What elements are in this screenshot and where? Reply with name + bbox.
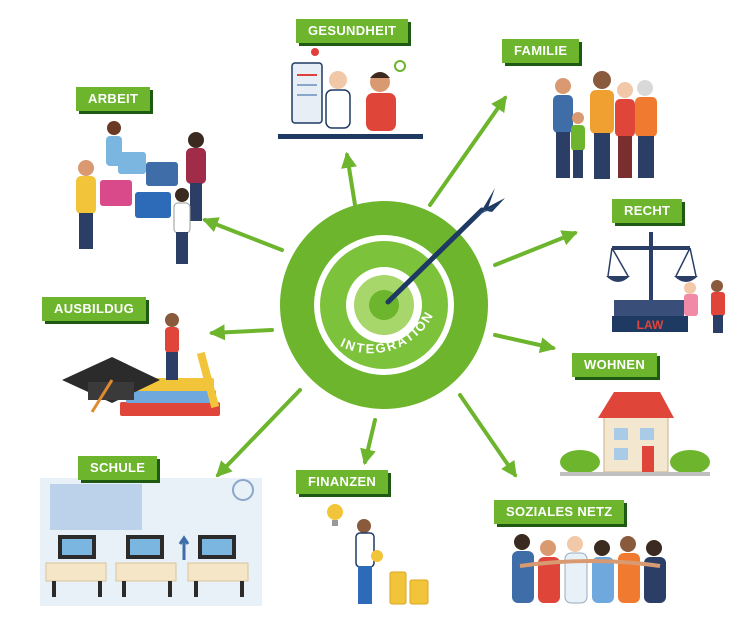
connector-arrows: [202, 95, 578, 478]
law-illustration: LAW: [606, 232, 725, 333]
topic-label-ausbildung: AUSBILDUG: [42, 297, 146, 321]
topic-label-familie: FAMILIE: [502, 39, 580, 63]
work-illustration: [76, 121, 206, 264]
social-network-illustration: [512, 534, 666, 604]
law-sign: LAW: [637, 318, 664, 332]
family-illustration: [553, 71, 657, 179]
arrow-recht: [493, 230, 578, 267]
arrow-arbeit: [202, 217, 284, 252]
housing-illustration: [560, 392, 710, 476]
topic-label-wohnen: WOHNEN: [572, 353, 658, 377]
dart-icon: [385, 188, 505, 305]
topic-label-arbeit: ARBEIT: [76, 87, 151, 111]
arrow-gesundheit: [341, 151, 357, 207]
arrow-schule: [215, 388, 302, 478]
health-illustration: [278, 48, 423, 139]
arrow-wohnen: [493, 333, 557, 354]
arrow-ausbildung: [208, 324, 274, 341]
topic-label-soziales-netz: SOZIALES NETZ: [494, 500, 625, 524]
education-illustration: [62, 313, 220, 416]
arrow-finanzen: [360, 418, 377, 466]
finance-illustration: [327, 504, 429, 605]
topic-label-schule: SCHULE: [78, 456, 158, 480]
school-illustration: [40, 478, 262, 606]
arrow-soziales-netz: [458, 393, 517, 478]
topic-label-gesundheit: GESUNDHEIT: [296, 19, 409, 43]
topic-label-recht: RECHT: [612, 199, 683, 223]
arrow-familie: [428, 95, 507, 207]
topic-label-finanzen: FINANZEN: [296, 470, 389, 494]
